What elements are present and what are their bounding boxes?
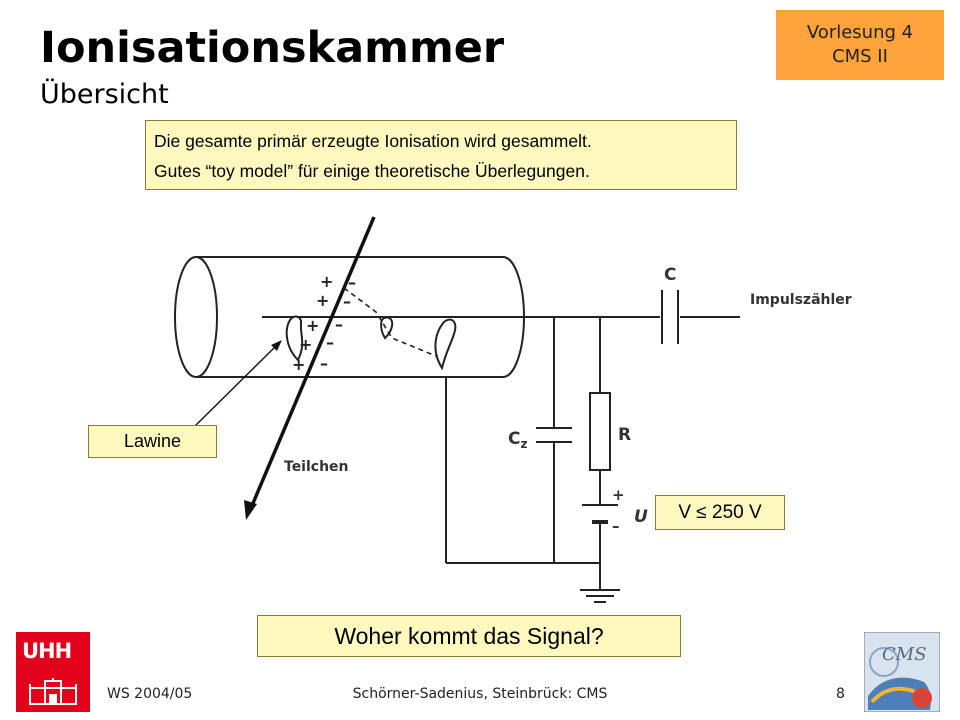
particle-track [244, 216, 376, 520]
charge-plus: + [292, 355, 305, 374]
resistor-r-label: R [618, 425, 631, 445]
circuit-wiring [445, 317, 601, 590]
battery-u-label: U [634, 507, 648, 527]
note-line: Die gesamte primär erzeugte Ionisation w… [154, 131, 592, 151]
charge-plus: + [320, 272, 333, 291]
charge-plus: + [316, 291, 329, 310]
footer-semester: WS 2004/05 [107, 686, 193, 702]
uhh-logo-text: UHH [22, 639, 72, 663]
lawine-callout: Lawine [88, 425, 217, 458]
electron-drift-path [343, 287, 437, 357]
note-line: Gutes “toy model” für einige theoretisch… [154, 161, 590, 181]
charge-minus: – [320, 354, 328, 373]
battery-plus: + [612, 486, 625, 504]
charge-minus: – [343, 292, 351, 311]
uhh-logo: UHH [16, 632, 90, 712]
battery-u [582, 504, 618, 524]
lecture-badge: Vorlesung 4 CMS II [776, 10, 944, 80]
avalanche-drops [285, 315, 457, 371]
charge-minus: – [348, 273, 356, 292]
page-subtitle: Übersicht [40, 79, 169, 110]
charge-plus: + [306, 316, 319, 335]
castle-icon [29, 678, 77, 705]
voltage-callout: V ≤ 250 V [655, 495, 785, 530]
summary-note: Die gesamte primär erzeugte Ionisation w… [145, 120, 737, 190]
footer-authors: Schörner-Sadenius, Steinbrück: CMS [352, 686, 608, 702]
pulse-counter-label: Impulszähler [750, 292, 852, 308]
battery-minus: – [612, 517, 620, 535]
capacitor-cz-label: Cz [508, 429, 527, 451]
capacitor-c [661, 290, 740, 344]
resistor-r [589, 392, 611, 471]
lawine-pointer-arrow [194, 340, 282, 427]
particle-label: Teilchen [284, 459, 349, 475]
course-name: CMS II [832, 46, 888, 67]
signal-question: Woher kommt das Signal? [257, 615, 681, 657]
cms-logo-text: CMS [882, 644, 927, 665]
charge-minus: – [335, 315, 343, 334]
lecture-number: Vorlesung 4 [806, 22, 914, 43]
capacitor-c-label: C [664, 265, 676, 285]
charge-minus: – [326, 333, 334, 352]
cms-logo: CMS [863, 631, 941, 713]
page-title: Ionisationskammer [40, 23, 505, 73]
page-number: 8 [836, 686, 845, 702]
capacitor-cz [536, 427, 572, 443]
ground-symbol [580, 589, 620, 603]
charge-plus: + [299, 335, 312, 354]
ion-charges: + – + – + – + – + – [292, 272, 356, 374]
